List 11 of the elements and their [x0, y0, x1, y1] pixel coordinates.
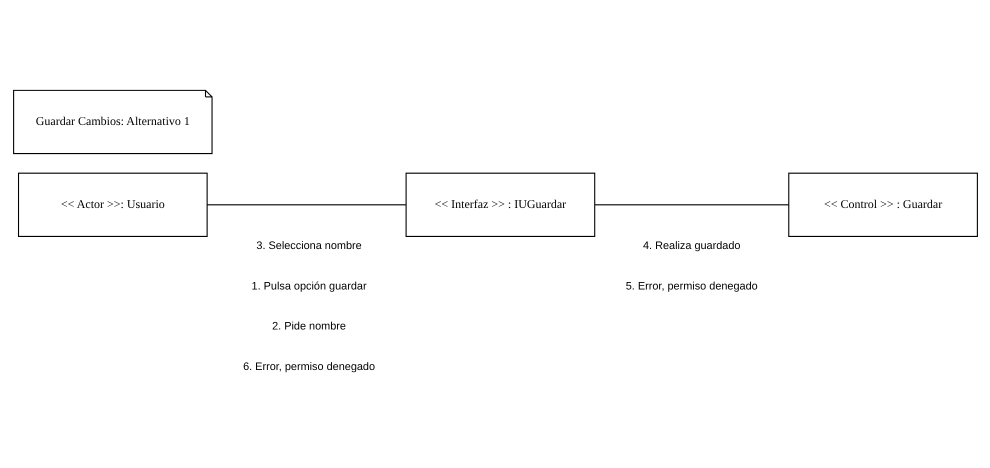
label: 5. Error, permiso denegado: [625, 280, 758, 292]
label: 1. Pulsa opción guardar: [251, 280, 366, 292]
label: 6. Error, permiso denegado: [242, 361, 375, 374]
label: 2. Pide nombre: [272, 320, 346, 333]
label: 3. Selecciona nombre: [256, 240, 362, 252]
connector: [206, 204, 406, 206]
label: 4. Realiza guardado: [642, 240, 740, 252]
node-box: << Interfaz >> : IUGuardar: [405, 172, 595, 237]
node-box: << Actor >>: Usuario: [17, 172, 208, 237]
connector: [594, 204, 788, 206]
node-box: << Control >> : Guardar: [788, 172, 978, 237]
